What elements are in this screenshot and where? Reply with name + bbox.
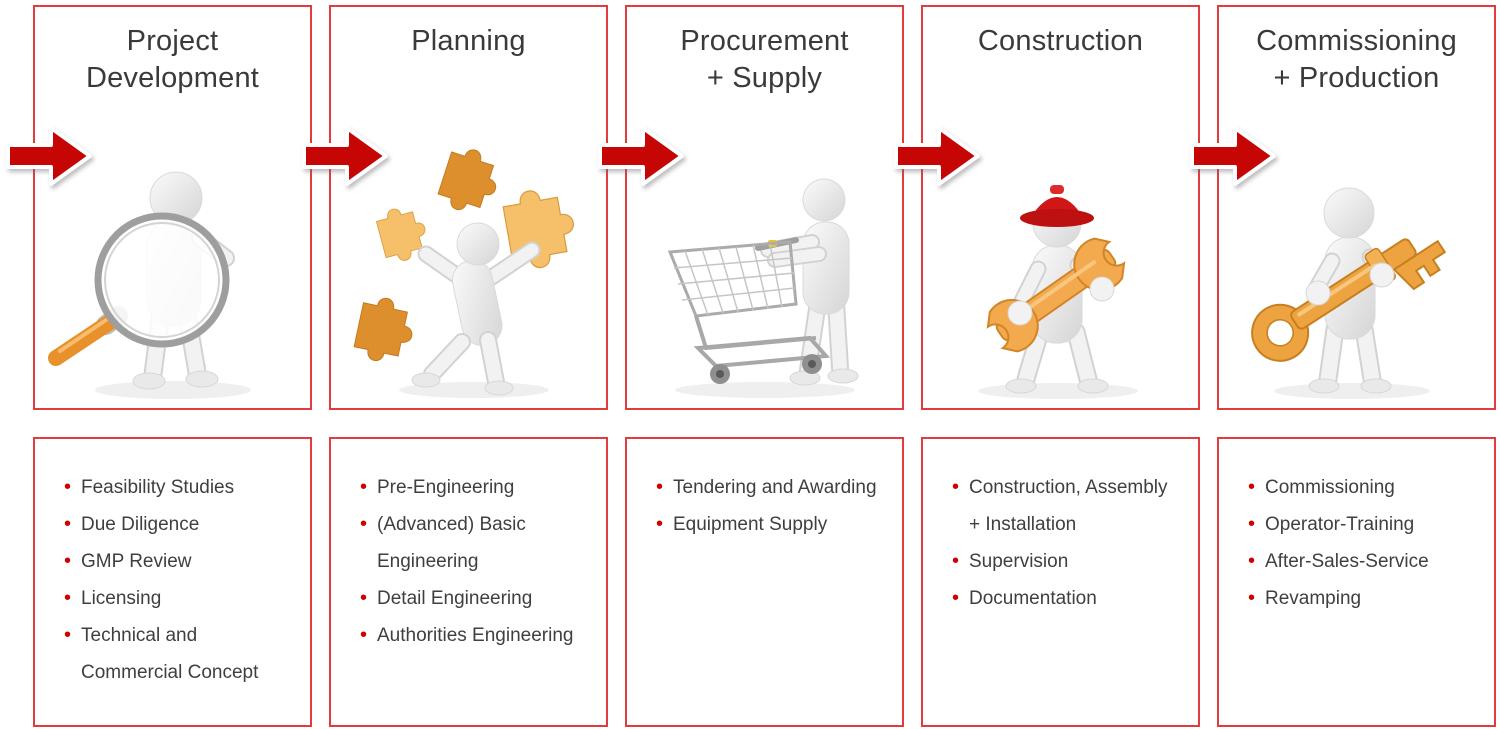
arrow-right-icon [1190, 126, 1276, 186]
stage-column-procurement-supply: Procurement + Supply [598, 5, 904, 727]
arrow-right-icon [302, 126, 388, 186]
list-item: Revamping [1248, 580, 1486, 617]
stage-column-commissioning-production: Commissioning + Production [1190, 5, 1496, 727]
list-item: Pre-Engineering [360, 469, 598, 506]
bullet-list: Construction, Assembly + InstallationSup… [952, 469, 1190, 617]
list-item: Authorities Engineering [360, 617, 598, 654]
bullet-list: Pre-Engineering(Advanced) Basic Engineer… [360, 469, 598, 654]
stage-detail-box: Construction, Assembly + InstallationSup… [921, 437, 1200, 727]
list-item: (Advanced) Basic Engineering [360, 506, 598, 580]
list-item: Commissioning [1248, 469, 1486, 506]
arrow-right-icon [6, 126, 92, 186]
puzzle-figure-icon [351, 142, 581, 398]
magnifier-figure-icon [47, 171, 251, 399]
list-item: Technical and Commercial Concept [64, 617, 302, 691]
arrow-right-icon [598, 126, 684, 186]
stage-title: Planning [411, 25, 526, 57]
list-item: Equipment Supply [656, 506, 894, 543]
wrench-figure-icon [977, 185, 1138, 399]
stage-title: Commissioning + Production [1256, 25, 1457, 94]
stage-title-box: Construction [894, 5, 1200, 410]
arrow-right-icon [894, 126, 980, 186]
stage-detail-box: Pre-Engineering(Advanced) Basic Engineer… [329, 437, 608, 727]
stage-title-box: Project Development [6, 5, 312, 410]
bullet-list: Feasibility StudiesDue DiligenceGMP Revi… [64, 469, 302, 691]
stage-detail-box: Feasibility StudiesDue DiligenceGMP Revi… [33, 437, 312, 727]
list-item: Feasibility Studies [64, 469, 302, 506]
list-item: Licensing [64, 580, 302, 617]
list-item: Detail Engineering [360, 580, 598, 617]
stage-column-project-development: Project Development [6, 5, 312, 727]
stage-title: Procurement + Supply [680, 25, 849, 94]
stage-detail-box: Tendering and AwardingEquipment Supply [625, 437, 904, 727]
stage-title: Project Development [85, 25, 260, 94]
list-item: Supervision [952, 543, 1190, 580]
key-figure-icon [1250, 187, 1446, 399]
stage-column-planning: Planning [302, 5, 608, 727]
bullet-list: CommissioningOperator-TrainingAfter-Sale… [1248, 469, 1486, 617]
stage-title-box: Commissioning + Production [1190, 5, 1496, 410]
bullet-list: Tendering and AwardingEquipment Supply [656, 469, 894, 543]
stage-title: Construction [977, 25, 1144, 57]
list-item: Tendering and Awarding [656, 469, 894, 506]
stage-title-box: Procurement + Supply [598, 5, 904, 410]
stage-title-box: Planning [302, 5, 608, 410]
list-item: GMP Review [64, 543, 302, 580]
shopping-cart-figure-icon [667, 178, 858, 398]
stage-detail-box: CommissioningOperator-TrainingAfter-Sale… [1217, 437, 1496, 727]
list-item: Documentation [952, 580, 1190, 617]
list-item: Construction, Assembly + Installation [952, 469, 1190, 543]
list-item: After-Sales-Service [1248, 543, 1486, 580]
stage-column-construction: Construction [894, 5, 1200, 727]
list-item: Due Diligence [64, 506, 302, 543]
list-item: Operator-Training [1248, 506, 1486, 543]
